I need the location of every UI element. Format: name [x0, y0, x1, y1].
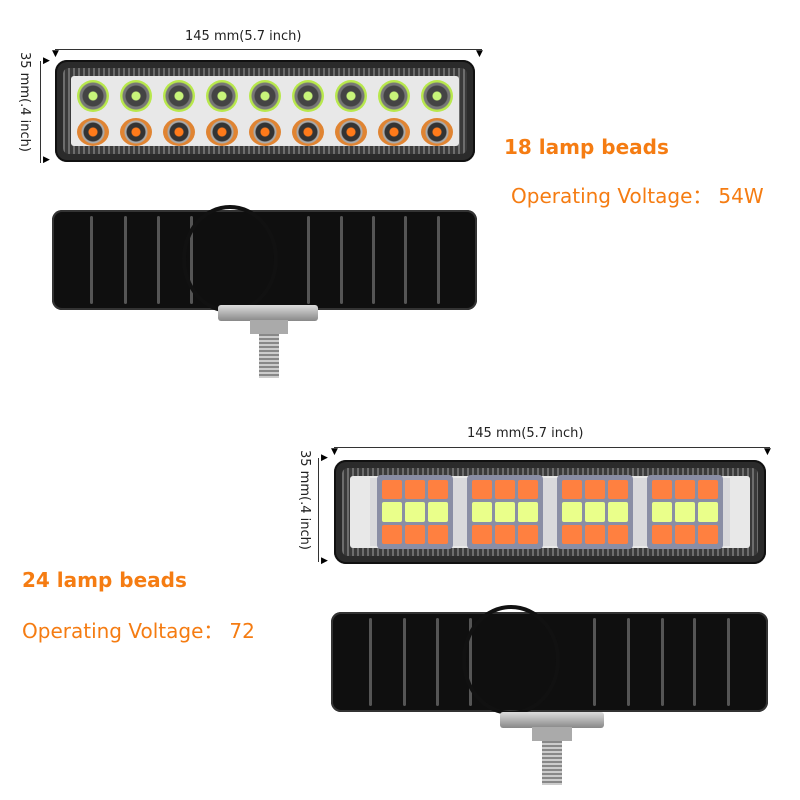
bottom-height-arrow-bottom-icon: ▶ — [321, 556, 328, 566]
top-height-line — [40, 61, 41, 163]
bottom-height-label: 35 mm(.4 inch) — [297, 450, 312, 550]
bottom-beads-label: 24 lamp beads — [22, 568, 187, 592]
bottom-width-arrow-right-icon: ▼ — [764, 447, 771, 457]
bottom-voltage-value: 72 — [229, 619, 255, 643]
bottom-mount-bracket — [500, 712, 604, 728]
top-height-label: 35 mm(.4 inch) — [17, 52, 32, 152]
amber-led — [77, 118, 109, 146]
bottom-width-arrow-left-icon: ▼ — [331, 447, 338, 457]
bottom-height-line — [318, 458, 319, 562]
amber-led — [249, 118, 281, 146]
bottom-height-arrow-top-icon: ▶ — [321, 453, 328, 463]
bottom-wire-coil — [462, 605, 560, 715]
bottom-voltage: Operating Voltage：72 — [22, 615, 255, 644]
amber-led — [206, 118, 238, 146]
white-led — [421, 80, 453, 112]
amber-led — [335, 118, 367, 146]
white-led — [206, 80, 238, 112]
top-width-label: 145 mm(5.7 inch) — [185, 29, 302, 44]
top-beads-label: 18 lamp beads — [504, 135, 669, 159]
white-led — [77, 80, 109, 112]
white-led — [163, 80, 195, 112]
bottom-width-line — [334, 447, 770, 448]
top-width-line — [55, 49, 482, 50]
amber-led — [120, 118, 152, 146]
white-led — [120, 80, 152, 112]
smd-cluster — [647, 475, 723, 549]
top-width-arrow-right-icon: ▼ — [476, 49, 483, 59]
amber-led — [292, 118, 324, 146]
top-height-arrow-bottom-icon: ▶ — [43, 155, 50, 165]
amber-led-row — [77, 118, 453, 146]
top-voltage-label: Operating Voltage： — [511, 184, 713, 208]
bottom-width-label: 145 mm(5.7 inch) — [467, 426, 584, 441]
bottom-nut — [532, 727, 572, 741]
bottom-voltage-label: Operating Voltage： — [22, 619, 224, 643]
amber-led — [163, 118, 195, 146]
smd-cluster — [557, 475, 633, 549]
amber-led — [421, 118, 453, 146]
white-led — [378, 80, 410, 112]
top-wire-coil — [182, 205, 278, 313]
top-bolt — [259, 334, 279, 378]
top-voltage: Operating Voltage：54W — [511, 180, 764, 209]
smd-board — [370, 475, 730, 549]
bottom-light-front — [334, 460, 766, 564]
top-voltage-value: 54W — [718, 184, 764, 208]
amber-led — [378, 118, 410, 146]
bottom-bolt — [542, 741, 562, 785]
top-light-front — [55, 60, 475, 162]
top-mount-bracket — [218, 305, 318, 321]
white-led-row — [77, 80, 453, 112]
white-led — [292, 80, 324, 112]
top-width-arrow-left-icon: ▼ — [52, 49, 59, 59]
top-nut — [250, 320, 288, 334]
smd-cluster — [467, 475, 543, 549]
white-led — [335, 80, 367, 112]
white-led — [249, 80, 281, 112]
top-height-arrow-top-icon: ▶ — [43, 56, 50, 66]
smd-cluster — [377, 475, 453, 549]
